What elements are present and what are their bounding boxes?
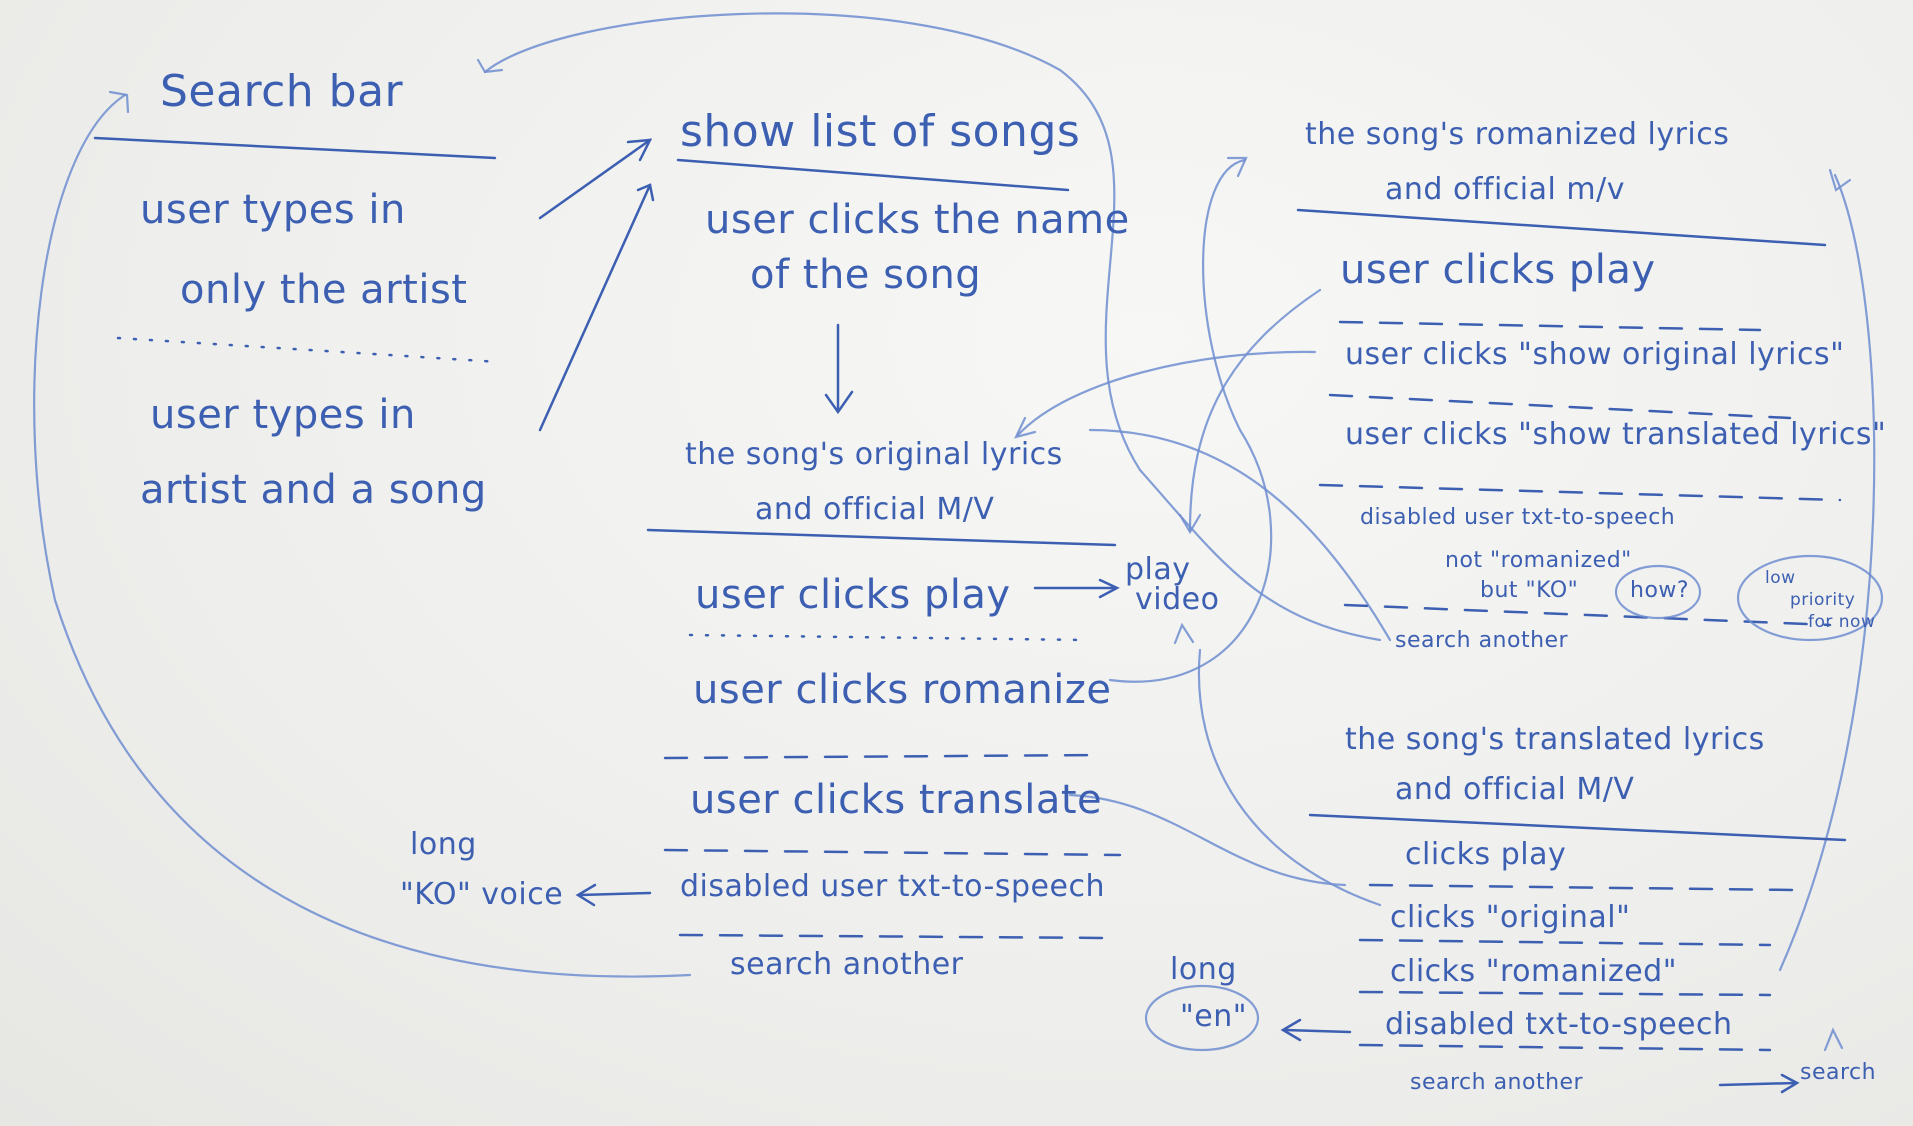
search-option-artist-line1: user types in [140,187,406,233]
translated-lyrics-title-line2: and official M/V [1395,772,1635,807]
translated-search-arrow-label: search [1800,1060,1877,1085]
translated-tts-step: disabled txt-to-speech [1385,1007,1733,1042]
play-video-line1: play [1125,552,1191,587]
translated-original-step: clicks "original" [1390,900,1631,935]
priority-note-line2: priority [1790,590,1856,610]
search-option-song-line2: artist and a song [140,467,487,513]
romanized-show-original-step: user clicks "show original lyrics" [1345,337,1845,372]
original-lyrics-title-line2: and official M/V [755,492,995,527]
romanized-show-translated-step: user clicks "show translated lyrics" [1345,417,1887,452]
romanized-play-step: user clicks play [1340,247,1656,293]
romanized-tts-how: how? [1630,578,1690,603]
play-video-line2: video [1135,582,1220,617]
original-play-step: user clicks play [695,572,1011,618]
original-lyrics-title-line1: the song's original lyrics [685,437,1063,472]
ko-note-long: long [410,827,477,862]
translated-lyrics-title-line1: the song's translated lyrics [1345,722,1765,757]
romanized-lyrics-title-line1: the song's romanized lyrics [1305,117,1730,152]
romanized-lyrics-title-line2: and official m/v [1385,172,1625,207]
original-romanize-step: user clicks romanize [693,667,1112,713]
song-list-title: show list of songs [680,106,1081,157]
original-translate-step: user clicks translate [690,777,1103,823]
priority-note-line3: for now [1808,612,1876,632]
original-search-another: search another [730,947,964,982]
translated-romanized-step: clicks "romanized" [1390,954,1678,989]
romanized-tts-note-line1: not "romanized" [1445,548,1632,573]
en-note-long: long [1170,952,1237,987]
romanized-search-another: search another [1395,628,1569,653]
search-option-song-line1: user types in [150,392,416,438]
priority-note-line1: low [1765,568,1796,588]
romanized-tts-step: disabled user txt-to-speech [1360,505,1676,530]
song-list-step-line2: of the song [750,252,982,298]
search-bar-title: Search bar [160,66,404,117]
romanized-tts-note-line2: but "KO" [1480,578,1579,603]
search-option-artist-line2: only the artist [180,267,468,313]
en-note-value: "en" [1180,999,1248,1034]
ko-note-voice: "KO" voice [400,877,564,912]
original-tts-step: disabled user txt-to-speech [680,869,1105,904]
translated-play-step: clicks play [1405,837,1567,872]
song-list-step-line1: user clicks the name [705,197,1130,243]
translated-search-another: search another [1410,1070,1584,1095]
